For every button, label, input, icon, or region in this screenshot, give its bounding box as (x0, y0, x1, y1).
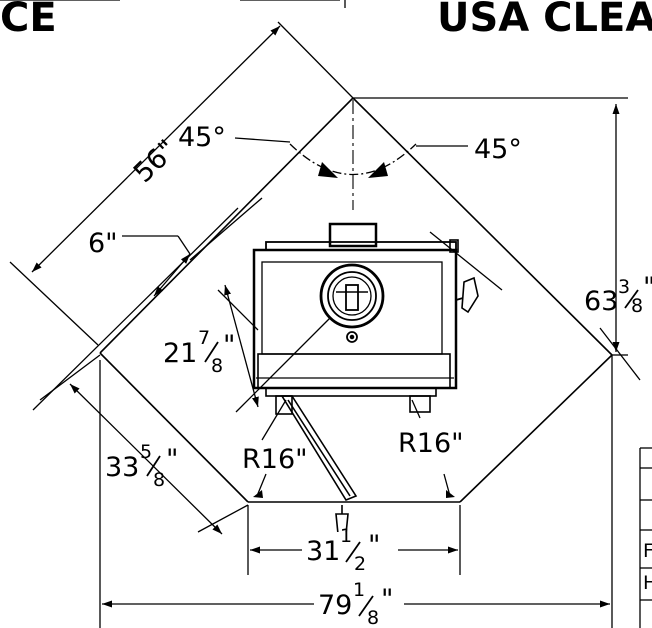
dim-text-33-unit: " (166, 444, 178, 475)
fraction-bar-63 (624, 289, 639, 309)
dim-text-79-den: 8 (367, 607, 379, 628)
dim-text-79-num: 1 (353, 579, 365, 601)
radius-label-right: R16" (398, 428, 464, 459)
fraction-bar-33 (146, 455, 161, 477)
header-title-right: USA CLEA (437, 0, 652, 41)
stove-body (252, 222, 479, 415)
header-crop-marks (0, 0, 346, 8)
dim-text-31-num: 1 (340, 525, 352, 547)
dim-text-21-whole: 21 (163, 338, 197, 369)
dim-text-21-unit: " (223, 330, 235, 361)
angle-arc (289, 143, 417, 178)
fraction-bar-31 (345, 541, 361, 563)
dimension-lines (31, 25, 620, 608)
dim-text-56: 56" (128, 134, 183, 189)
dim-text-63-whole: 63 (584, 286, 618, 317)
fraction-bar-21 (204, 341, 219, 363)
dim-text-63-num: 3 (618, 276, 630, 298)
dim-line-56 (31, 25, 281, 273)
dim-text-33-whole: 33 (105, 452, 139, 483)
table-row-label-1: F (643, 540, 652, 562)
dim-text-21-den: 8 (211, 355, 223, 377)
dim-text-63-unit: " (643, 272, 652, 303)
dim-line-33 (69, 383, 223, 535)
dim-text-33-den: 8 (153, 469, 165, 491)
dim-text-21-num: 7 (198, 327, 210, 349)
dim-text-79-whole: 79 (318, 590, 352, 621)
radius-arrowheads (253, 490, 455, 498)
dim-text-31-unit: " (368, 530, 380, 561)
angle-label-left: 45° (178, 122, 226, 153)
dim-text-6: 6" (88, 228, 118, 259)
table-fragment (639, 447, 652, 628)
table-row-label-2: H (643, 572, 652, 594)
dim-line-21 (224, 284, 259, 408)
dim-text-33-num: 5 (140, 441, 152, 463)
fraction-bar-79 (358, 595, 374, 617)
dim-text-79-unit: " (381, 584, 393, 615)
angle-label-right: 45° (474, 134, 522, 165)
dim-line-6 (153, 253, 191, 297)
ash-slide-rail (280, 395, 358, 501)
dim-text-31-den: 2 (354, 553, 366, 575)
dim-text-63-den: 8 (631, 295, 643, 317)
outer-clearance-outline (99, 97, 613, 503)
radius-label-left: R16" (242, 444, 308, 475)
dim-text-31-whole: 31 (306, 536, 340, 567)
